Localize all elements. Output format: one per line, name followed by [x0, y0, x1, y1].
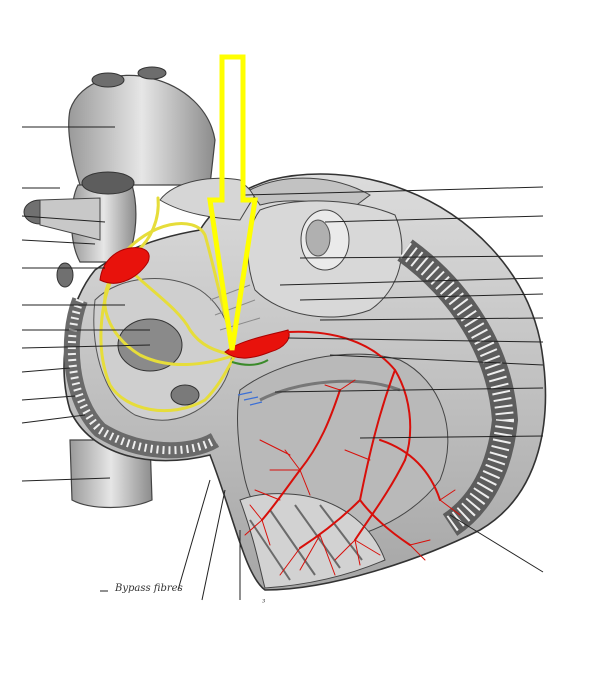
sa-node — [99, 247, 150, 284]
leader-lines-right — [244, 186, 544, 573]
purkinje-fibres — [244, 379, 461, 576]
yellow-arrow — [207, 54, 258, 351]
right-atrium-wall — [63, 297, 220, 459]
av-junction-accent — [231, 359, 269, 366]
left-atrium — [247, 200, 403, 318]
apex-trabeculae — [239, 493, 386, 589]
leader-lines-left — [21, 126, 151, 482]
internodal-pathways — [99, 196, 237, 413]
left-ventricle-wall — [397, 239, 519, 536]
bypass-marker — [237, 391, 263, 406]
leader-lines-bottom — [100, 479, 241, 601]
small-index-mark: ³ — [262, 598, 266, 607]
bundle-branches — [261, 330, 441, 549]
bypass-fibres-label: Bypass fibres — [115, 583, 183, 594]
aorta — [68, 66, 216, 186]
av-node — [224, 329, 290, 359]
